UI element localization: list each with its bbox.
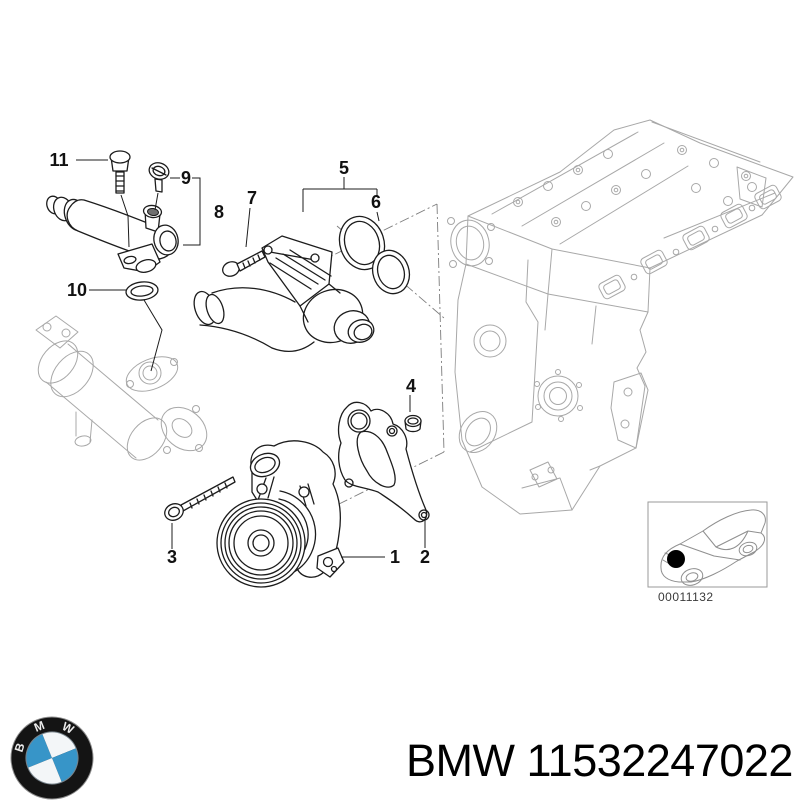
part-9-vent-screw [148, 162, 170, 211]
part-4-plug [404, 414, 422, 433]
part-5-thermostat-housing [193, 235, 375, 352]
location-dot [667, 550, 685, 568]
callout-4: 4 [406, 376, 416, 396]
callout-10: 10 [67, 280, 87, 300]
thumbnail-code: 00011132 [658, 590, 714, 604]
pump-seat-sketch [534, 369, 583, 422]
thermostat-port-sketch [447, 217, 495, 268]
callout-7: 7 [247, 188, 257, 208]
callout-2: 2 [420, 547, 430, 567]
part-8-connection-pipe [46, 195, 179, 273]
pump-pulley [216, 490, 317, 588]
part-1-water-pump [216, 440, 345, 588]
vehicle-location-thumbnail: 00011132 [647, 501, 768, 604]
roundel-quadrants [25, 731, 79, 785]
part-number-text: BMW 11532247022 [406, 735, 793, 786]
callout-labels: 11 9 8 10 7 5 6 4 3 1 2 [49, 150, 430, 567]
callout-1: 1 [390, 547, 400, 567]
callout-11: 11 [49, 150, 68, 170]
callout-9: 9 [181, 168, 191, 188]
part-10-o-ring [125, 281, 163, 372]
part-3-bolt [164, 476, 236, 521]
part-7-bolt [222, 250, 266, 277]
bmw-roundel-logo: B M W [10, 716, 94, 800]
callout-5: 5 [339, 158, 349, 178]
car-sketch [660, 509, 766, 586]
part-11-bolt [109, 150, 131, 248]
egr-cooler-sketch [35, 315, 208, 461]
callout-leader-lines [76, 159, 426, 558]
head-bolt-bosses [513, 145, 751, 227]
thumbnail-frame [647, 501, 768, 588]
roundel-letter-m: M [32, 718, 47, 735]
callout-3: 3 [167, 547, 177, 567]
head-ports [598, 184, 782, 300]
engine-block-sketch [447, 119, 794, 515]
callout-8: 8 [214, 202, 224, 222]
callout-6: 6 [371, 192, 381, 212]
part-6-gasket [338, 215, 411, 295]
